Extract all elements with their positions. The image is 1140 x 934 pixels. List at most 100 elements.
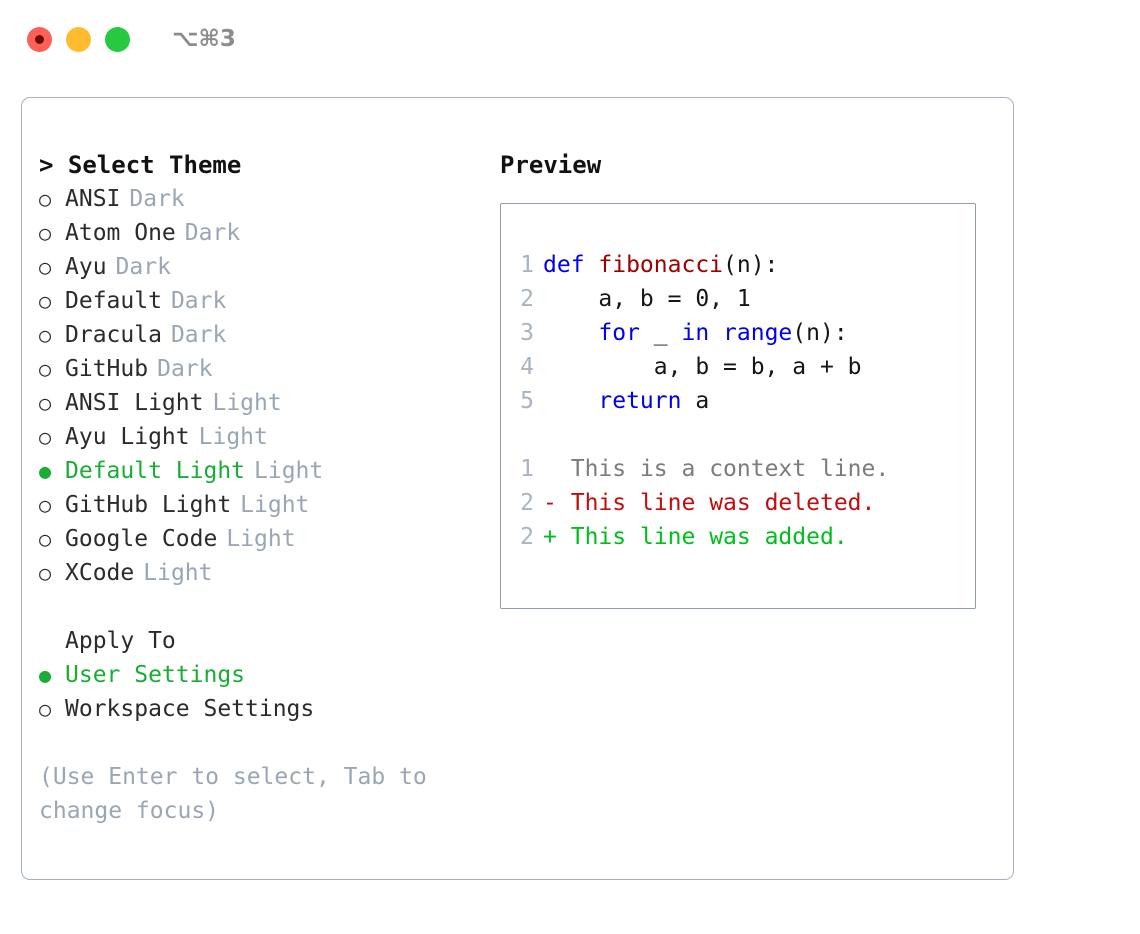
diff-sample: 1 This is a context line.2- This line wa… bbox=[501, 452, 975, 554]
theme-option-label: XCode bbox=[65, 560, 135, 586]
apply-to-option-workspace-settings[interactable]: ○ Workspace Settings bbox=[39, 692, 487, 726]
code-line: 5 return a bbox=[501, 384, 975, 418]
theme-option-label: Default Light bbox=[65, 458, 246, 484]
apply-to-option-label: Workspace Settings bbox=[65, 696, 315, 722]
keyboard-shortcut-label: ⌥⌘3 bbox=[172, 26, 236, 52]
radio-unselected-icon[interactable]: ○ bbox=[39, 255, 52, 279]
code-token-pl: (n): bbox=[792, 320, 848, 346]
line-number: 2 bbox=[520, 524, 534, 550]
keyboard-hint-text: (Use Enter to select, Tab to change focu… bbox=[39, 764, 441, 824]
code-token-pl bbox=[709, 320, 723, 346]
code-token-pl: _ bbox=[639, 320, 682, 346]
radio-unselected-icon[interactable]: ○ bbox=[39, 187, 52, 211]
diff-text: This is a context line. bbox=[543, 452, 890, 486]
theme-option-variant: Dark bbox=[129, 186, 185, 212]
theme-option-label: Ayu bbox=[65, 254, 107, 280]
theme-option-label: Dracula bbox=[65, 322, 162, 348]
theme-option-variant: Light bbox=[240, 492, 310, 518]
preview-header: Preview bbox=[500, 151, 602, 179]
theme-option-variant: Dark bbox=[157, 356, 213, 382]
code-text: for _ in range(n): bbox=[543, 316, 848, 350]
apply-to-list: ●User Settings ○ Workspace Settings bbox=[39, 658, 487, 726]
radio-unselected-icon[interactable]: ○ bbox=[39, 323, 52, 347]
code-line: 3 for _ in range(n): bbox=[501, 316, 975, 350]
radio-unselected-icon[interactable]: ○ bbox=[39, 697, 52, 721]
radio-unselected-icon[interactable]: ○ bbox=[39, 289, 52, 313]
code-line: 1 def fibonacci(n): bbox=[501, 248, 975, 282]
radio-unselected-icon[interactable]: ○ bbox=[39, 425, 52, 449]
close-button-icon[interactable] bbox=[27, 26, 52, 52]
theme-option-variant: Dark bbox=[170, 288, 227, 314]
diff-marker: + bbox=[543, 524, 557, 550]
radio-unselected-icon[interactable]: ○ bbox=[39, 561, 52, 585]
diff-text: - This line was deleted. bbox=[543, 486, 875, 520]
theme-option-label: ANSI bbox=[65, 186, 121, 212]
code-text: a, b = 0, 1 bbox=[543, 282, 751, 316]
code-token-pl bbox=[543, 388, 598, 414]
zoom-button-icon[interactable] bbox=[105, 26, 130, 52]
theme-option-label: Google Code bbox=[65, 526, 218, 552]
title-bar: ⌥⌘3 bbox=[0, 0, 1140, 78]
code-token-kw: def bbox=[543, 252, 599, 278]
line-number: 5 bbox=[520, 388, 534, 414]
radio-selected-icon[interactable]: ● bbox=[39, 663, 52, 687]
code-token-pl: a, b = b, a + b bbox=[543, 354, 862, 380]
apply-to-header: Apply To bbox=[65, 628, 176, 654]
line-number: 3 bbox=[520, 320, 534, 346]
code-token-fn: fibonacci bbox=[598, 252, 724, 278]
theme-option-label: ANSI Light bbox=[65, 390, 204, 416]
theme-option-ayu[interactable]: ○ Ayu Dark bbox=[39, 250, 487, 284]
diff-line-ctx: 1 This is a context line. bbox=[501, 452, 975, 486]
code-line: 4 a, b = b, a + b bbox=[501, 350, 975, 384]
theme-option-github[interactable]: ○ GitHub Dark bbox=[39, 352, 487, 386]
theme-option-label: GitHub Light bbox=[65, 492, 232, 518]
diff-line-del: 2- This line was deleted. bbox=[501, 486, 975, 520]
minimize-button-icon[interactable] bbox=[66, 26, 91, 52]
radio-selected-icon[interactable]: ● bbox=[39, 459, 52, 483]
diff-marker: - bbox=[543, 490, 557, 516]
apply-to-option-user-settings[interactable]: ●User Settings bbox=[39, 658, 487, 692]
code-token-pl: a bbox=[681, 388, 710, 414]
diff-line-text: This line was added. bbox=[570, 524, 848, 550]
diff-marker bbox=[543, 456, 557, 482]
code-token-kw: for bbox=[598, 320, 640, 346]
theme-option-label: Atom One bbox=[65, 220, 176, 246]
line-number: 4 bbox=[520, 354, 534, 380]
window-controls bbox=[27, 26, 130, 52]
radio-unselected-icon[interactable]: ○ bbox=[39, 357, 52, 381]
theme-option-atom-one[interactable]: ○ Atom One Dark bbox=[39, 216, 487, 250]
theme-option-ansi[interactable]: ○ ANSI Dark bbox=[39, 182, 487, 216]
radio-unselected-icon[interactable]: ○ bbox=[39, 527, 52, 551]
code-token-pl: a, b = 0, 1 bbox=[543, 286, 751, 312]
code-token-pl: (n): bbox=[723, 252, 779, 278]
theme-option-github-light[interactable]: ○ GitHub Light Light bbox=[39, 488, 487, 522]
radio-unselected-icon[interactable]: ○ bbox=[39, 221, 52, 245]
theme-option-dracula[interactable]: ○ Dracula Dark bbox=[39, 318, 487, 352]
theme-option-variant: Light bbox=[198, 424, 268, 450]
line-number: 1 bbox=[520, 456, 534, 482]
radio-unselected-icon[interactable]: ○ bbox=[39, 493, 52, 517]
theme-option-label: GitHub bbox=[65, 356, 149, 382]
theme-option-variant: Dark bbox=[170, 322, 227, 348]
theme-option-variant: Dark bbox=[184, 220, 241, 246]
code-line: 2 a, b = 0, 1 bbox=[501, 282, 975, 316]
line-number: 1 bbox=[520, 252, 534, 278]
diff-line-add: 2 + This line was added. bbox=[501, 520, 975, 554]
code-token-kw: return bbox=[598, 388, 682, 414]
theme-option-variant: Dark bbox=[115, 254, 171, 280]
line-number: 2 bbox=[520, 286, 534, 312]
radio-unselected-icon[interactable]: ○ bbox=[39, 391, 52, 415]
code-text: return a bbox=[543, 384, 709, 418]
code-text: a, b = b, a + b bbox=[543, 350, 862, 384]
code-token-pl bbox=[543, 320, 598, 346]
